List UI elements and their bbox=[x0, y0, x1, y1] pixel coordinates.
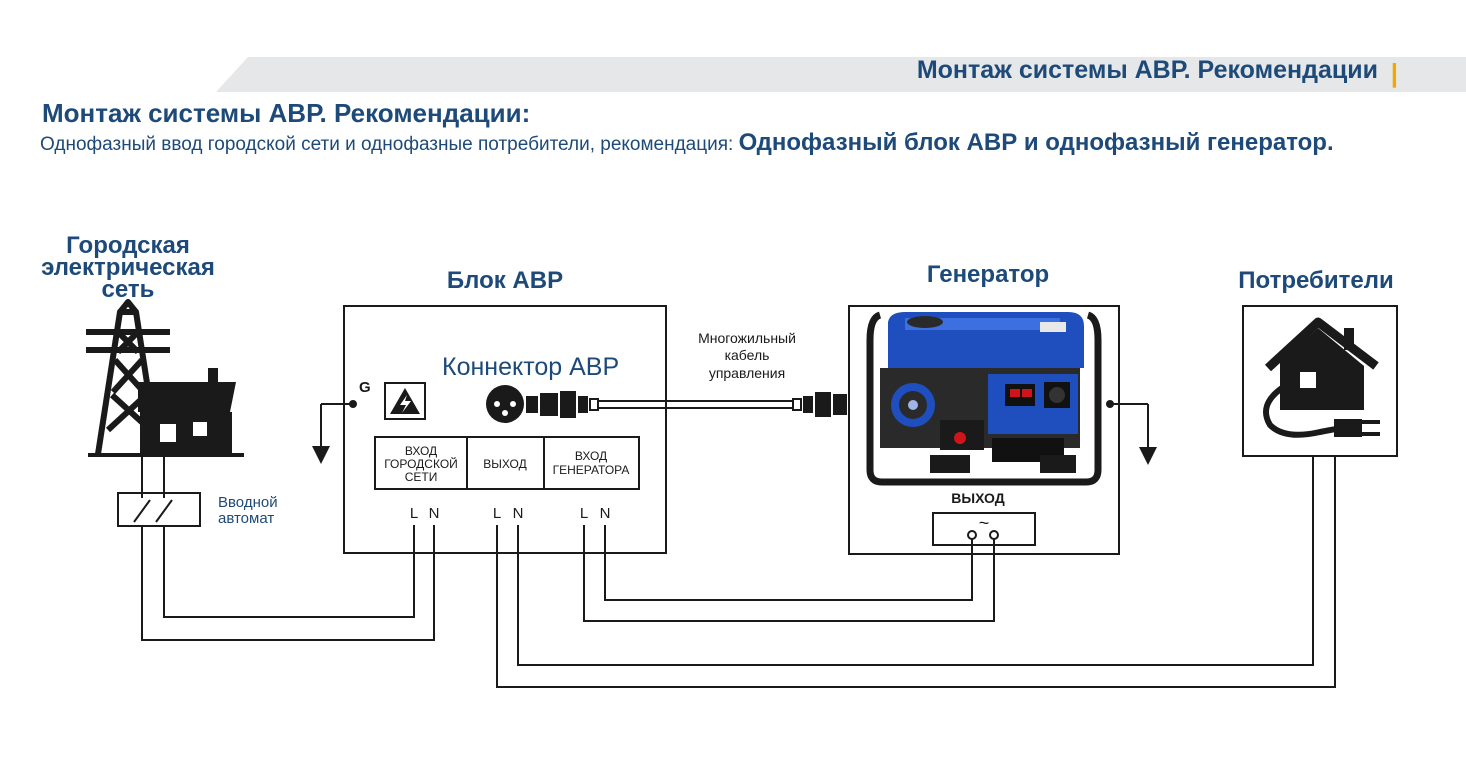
avr-title: Блок АВР bbox=[447, 267, 563, 294]
banner-background bbox=[216, 57, 1466, 92]
consumers-title: Потребители bbox=[1238, 267, 1393, 294]
page-title: Монтаж системы АВР. Рекомендации: bbox=[42, 98, 531, 128]
ac-symbol: ~ bbox=[979, 513, 990, 533]
banner-separator: | bbox=[1390, 58, 1398, 88]
avr-ground-lead bbox=[312, 400, 357, 464]
terminal-generator-input: ВХОД ГЕНЕРАТОРА bbox=[553, 449, 630, 477]
terminal-grid-label-3: СЕТИ bbox=[405, 470, 438, 484]
breaker-label-line-2: автомат bbox=[218, 510, 274, 527]
pin-labels: L N L N L N bbox=[410, 505, 611, 522]
terminal-grid-input: ВХОД ГОРОДСКОЙ СЕТИ bbox=[384, 444, 458, 484]
breaker-label: Вводной автомат bbox=[218, 494, 278, 527]
page-description: Однофазный ввод городской сети и однофаз… bbox=[40, 127, 1420, 161]
header-banner: Монтаж системы АВР. Рекомендации | bbox=[0, 0, 1466, 100]
generator-output-label: ВЫХОД bbox=[951, 490, 1004, 506]
pin-grid-l: L bbox=[410, 505, 418, 522]
input-breaker bbox=[117, 455, 201, 527]
terminal-grid-label-1: ВХОД bbox=[405, 444, 437, 458]
generator-icon bbox=[866, 311, 1102, 486]
terminal-output: ВЫХОД bbox=[483, 457, 526, 471]
high-voltage-icon bbox=[384, 382, 426, 420]
grid-title-line-1: Городская bbox=[66, 232, 190, 259]
city-grid-title: Городская электрическая сеть bbox=[41, 232, 215, 303]
cable-label-line-1: Многожильный bbox=[698, 330, 796, 346]
avr-block bbox=[343, 305, 667, 554]
wire-gen-n bbox=[583, 525, 995, 622]
ground-label: G bbox=[359, 379, 371, 396]
cable-plug-left bbox=[526, 391, 599, 418]
wire-out-l bbox=[496, 456, 1336, 688]
wire-grid-n bbox=[141, 525, 435, 641]
pin-gen-n: N bbox=[600, 505, 611, 522]
generator-title: Генератор bbox=[927, 261, 1049, 288]
generator-output-socket bbox=[932, 512, 1036, 546]
breaker-label-line-1: Вводной bbox=[218, 494, 278, 511]
avr-connector-icon bbox=[486, 385, 524, 423]
terminal-output-label: ВЫХОД bbox=[483, 457, 526, 471]
description-recommendation: Однофазный блок АВР и однофазный генерат… bbox=[738, 129, 1334, 156]
cable-label-line-3: управления bbox=[709, 365, 785, 381]
banner-title: Монтаж системы АВР. Рекомендации bbox=[916, 56, 1378, 84]
cable-label: Многожильный кабель управления bbox=[698, 330, 796, 381]
wire-out-n bbox=[517, 456, 1314, 666]
pin-out-l: L bbox=[493, 505, 501, 522]
pin-out-n: N bbox=[513, 505, 524, 522]
wiring-lines bbox=[141, 456, 1336, 688]
house-icon bbox=[138, 368, 236, 454]
consumer-house-plug-icon bbox=[1263, 317, 1380, 438]
generator-ground-lead bbox=[1106, 400, 1157, 465]
grid-title-line-3: сеть bbox=[102, 276, 155, 303]
wire-gen-l bbox=[604, 525, 973, 601]
pin-gen-l: L bbox=[580, 505, 588, 522]
pin-grid-n: N bbox=[429, 505, 440, 522]
terminal-grid-label-2: ГОРОДСКОЙ bbox=[384, 456, 458, 471]
description-text: Однофазный ввод городской сети и однофаз… bbox=[40, 134, 739, 155]
wire-grid-l bbox=[163, 525, 415, 618]
terminal-gen-label-1: ВХОД bbox=[575, 449, 607, 463]
grid-title-line-2: электрическая bbox=[41, 254, 215, 281]
connector-label: Коннектор АВР bbox=[442, 353, 619, 381]
cable-plug-right bbox=[792, 392, 847, 417]
terminal-gen-label-2: ГЕНЕРАТОРА bbox=[553, 463, 630, 477]
cable-label-line-2: кабель bbox=[725, 347, 770, 363]
avr-terminal-strip bbox=[374, 436, 640, 490]
